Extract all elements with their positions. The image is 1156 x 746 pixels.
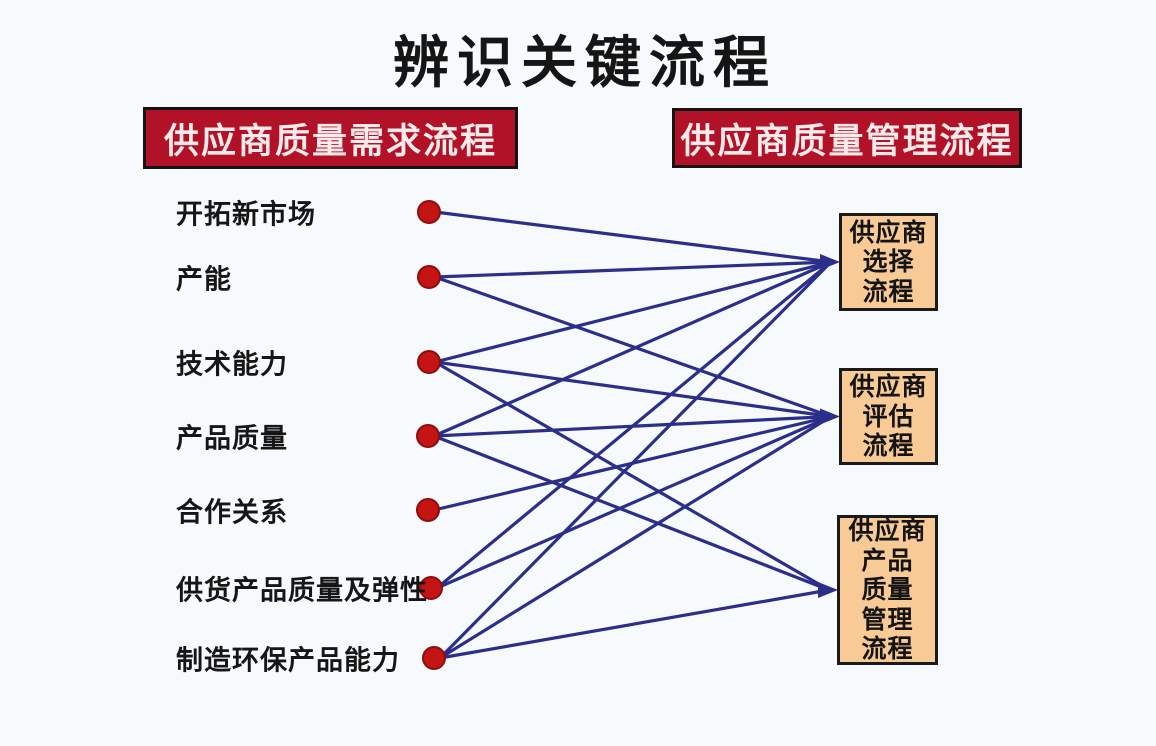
process-box-line: 供应商 — [849, 217, 928, 247]
process-box-line: 选择 — [862, 247, 915, 277]
node-dot-eco-product-capability — [422, 646, 446, 670]
arrowhead-supplier-selection-process — [820, 254, 840, 270]
right-column-header: 供应商质量管理流程 — [672, 108, 1022, 168]
connector-line-supply-quality-flexibility-to-supplier-selection-process — [435, 260, 833, 590]
process-box-line: 管理 — [861, 604, 914, 634]
node-dot-capacity — [417, 265, 441, 289]
left-item-label-product-quality: 产品质量 — [176, 423, 288, 455]
connector-line-product-quality-to-supplier-selection-process — [432, 260, 833, 438]
connector-line-technical-ability-to-supplier-quality-mgmt-process — [433, 360, 831, 592]
connector-line-eco-product-capability-to-supplier-selection-process — [438, 260, 833, 660]
node-dot-supply-quality-flexibility — [419, 576, 443, 600]
left-item-label-open-new-markets: 开拓新市场 — [176, 199, 316, 231]
process-box-supplier-selection-process: 供应商选择流程 — [839, 213, 938, 311]
left-item-label-supply-quality-flexibility: 供货产品质量及弹性 — [176, 575, 428, 607]
left-column-header: 供应商质量需求流程 — [143, 107, 518, 169]
node-dot-product-quality — [416, 424, 440, 448]
arrowhead-supplier-evaluation-process — [820, 408, 840, 425]
process-box-line: 供应商 — [848, 516, 927, 546]
process-box-line: 质量 — [861, 575, 914, 605]
left-item-label-capacity: 产能 — [176, 264, 232, 296]
process-box-line: 产品 — [861, 545, 914, 575]
page-title: 辨识关键流程 — [393, 30, 777, 96]
process-box-supplier-evaluation-process: 供应商评估流程 — [839, 368, 938, 465]
connector-line-capacity-to-supplier-evaluation-process — [433, 275, 833, 419]
process-box-line: 评估 — [862, 401, 915, 431]
node-dot-cooperation-relationship — [416, 498, 440, 522]
process-box-line: 流程 — [862, 431, 915, 461]
left-item-label-technical-ability: 技术能力 — [176, 349, 288, 381]
connector-line-eco-product-capability-to-supplier-evaluation-process — [438, 414, 833, 660]
node-dot-technical-ability — [417, 350, 441, 374]
connector-line-technical-ability-to-supplier-selection-process — [433, 260, 833, 364]
node-dot-open-new-markets — [417, 200, 441, 224]
process-box-line: 流程 — [862, 276, 915, 306]
left-item-label-cooperation-relationship: 合作关系 — [176, 497, 288, 529]
process-box-line: 流程 — [861, 634, 914, 664]
connector-line-eco-product-capability-to-supplier-quality-mgmt-process — [438, 588, 831, 660]
process-box-line: 供应商 — [849, 372, 928, 402]
connector-line-open-new-markets-to-supplier-selection-process — [433, 210, 833, 264]
connector-line-technical-ability-to-supplier-evaluation-process — [433, 360, 833, 419]
left-item-label-eco-product-capability: 制造环保产品能力 — [176, 645, 400, 677]
arrowhead-supplier-quality-mgmt-process — [818, 582, 838, 598]
process-box-supplier-quality-mgmt-process: 供应商产品质量管理流程 — [837, 515, 938, 665]
connector-line-capacity-to-supplier-selection-process — [433, 260, 833, 279]
connector-line-supply-quality-flexibility-to-supplier-evaluation-process — [435, 414, 833, 590]
connector-line-product-quality-to-supplier-quality-mgmt-process — [432, 434, 831, 592]
